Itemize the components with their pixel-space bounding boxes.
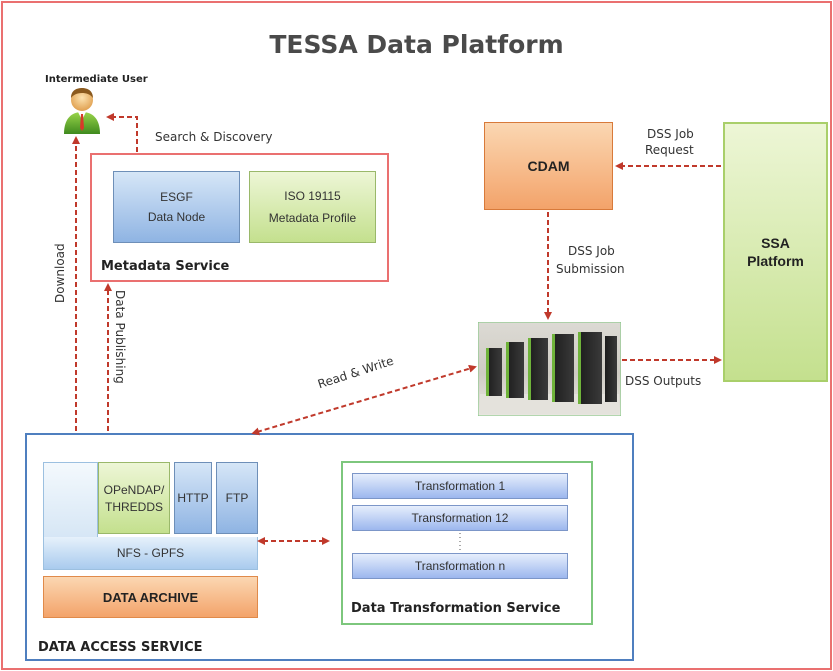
dss-job-request-label-1: DSS Job bbox=[647, 127, 694, 141]
transformation-item-n-label: Transformation n bbox=[414, 559, 506, 573]
transformation-item-1-label: Transformation 1 bbox=[414, 479, 506, 493]
iso-line-1: ISO 19115 bbox=[284, 189, 341, 203]
http-box: HTTP bbox=[174, 462, 212, 534]
nfs-gpfs-label: NFS - GPFS bbox=[116, 546, 185, 560]
iso-metadata-profile: ISO 19115 Metadata Profile bbox=[249, 171, 376, 243]
transformation-item-12: Transformation 12 bbox=[352, 505, 568, 531]
nfs-gpfs-box: NFS - GPFS bbox=[43, 537, 258, 570]
data-access-service-label: DATA ACCESS SERVICE bbox=[38, 640, 203, 655]
search-discovery-label: Search & Discovery bbox=[155, 130, 273, 144]
iso-line-2: Metadata Profile bbox=[268, 211, 357, 225]
user-icon bbox=[64, 88, 100, 134]
opendap-line-1: OPeNDAP/ bbox=[103, 482, 165, 497]
cdam-box: CDAM bbox=[484, 122, 613, 210]
ftp-box: FTP bbox=[216, 462, 258, 534]
opendap-line-2: THREDDS bbox=[104, 499, 163, 514]
esgf-line-1: ESGF bbox=[160, 190, 193, 204]
dss-job-submission-label-2: Submission bbox=[556, 262, 625, 276]
dss-job-request-label-2: Request bbox=[645, 143, 694, 157]
dss-outputs-label: DSS Outputs bbox=[625, 374, 702, 388]
data-publishing-label: Data Publishing bbox=[113, 290, 127, 384]
ssa-line-1: SSA bbox=[761, 235, 790, 251]
http-label: HTTP bbox=[177, 491, 209, 505]
transformation-item-n: Transformation n bbox=[352, 553, 568, 579]
ssa-line-2: Platform bbox=[747, 253, 804, 269]
opendap-thredds-box: OPeNDAP/ THREDDS bbox=[98, 462, 170, 534]
data-archive-box: DATA ARCHIVE bbox=[43, 576, 258, 618]
supercomputer-image bbox=[478, 322, 621, 416]
transformation-item-12-label: Transformation 12 bbox=[411, 511, 509, 525]
transformation-service-label: Data Transformation Service bbox=[351, 601, 561, 616]
ssa-platform-box: SSA Platform bbox=[723, 122, 828, 382]
ftp-label: FTP bbox=[225, 491, 249, 505]
page-title: TESSA Data Platform bbox=[269, 30, 564, 59]
user-label: Intermediate User bbox=[45, 74, 148, 85]
data-archive-label: DATA ARCHIVE bbox=[102, 589, 199, 605]
esgf-line-2: Data Node bbox=[147, 210, 206, 224]
transformation-item-1: Transformation 1 bbox=[352, 473, 568, 499]
metadata-service-label: Metadata Service bbox=[101, 259, 230, 274]
dss-job-submission-label-1: DSS Job bbox=[568, 244, 615, 258]
esgf-data-node: ESGF Data Node bbox=[113, 171, 240, 243]
download-label: Download bbox=[53, 243, 67, 303]
cdam-label: CDAM bbox=[527, 158, 570, 174]
